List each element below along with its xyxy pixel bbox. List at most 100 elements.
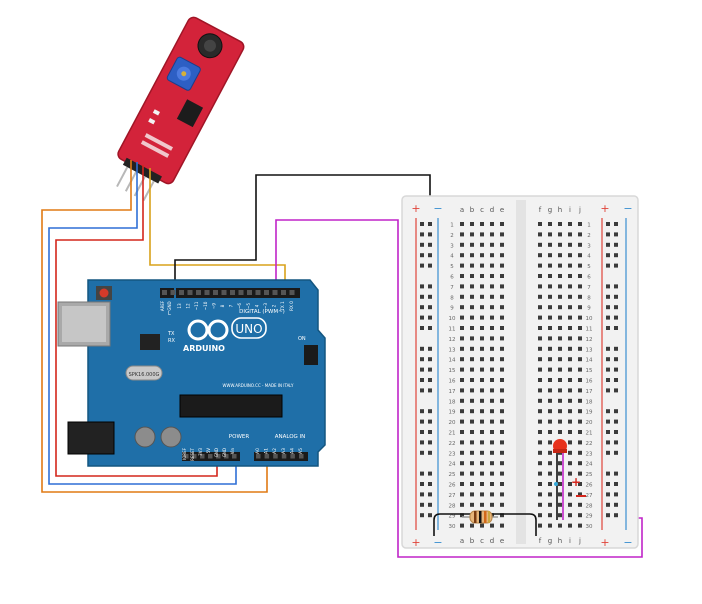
rail-hole xyxy=(420,305,424,310)
breadboard-hole xyxy=(480,232,484,237)
breadboard-hole xyxy=(460,336,464,341)
rail-hole xyxy=(606,305,610,310)
breadboard-hole xyxy=(480,315,484,320)
rail-hole xyxy=(606,409,610,414)
column-letter: h xyxy=(558,206,562,214)
breadboard-hole xyxy=(558,253,562,258)
breadboard-hole xyxy=(558,242,562,247)
breadboard-hole xyxy=(568,284,572,289)
breadboard-hole xyxy=(460,492,464,497)
breadboard-hole xyxy=(578,419,582,424)
row-number: 12 xyxy=(449,337,456,343)
row-number: 11 xyxy=(586,327,593,333)
row-number: 22 xyxy=(586,441,593,447)
breadboard-hole xyxy=(460,253,464,258)
row-number: 20 xyxy=(449,420,456,426)
breadboard-hole xyxy=(480,419,484,424)
breadboard-hole xyxy=(470,305,474,310)
breadboard-hole xyxy=(568,222,572,226)
analog-pin-label: A0 xyxy=(255,448,261,454)
breadboard-hole xyxy=(548,367,552,372)
breadboard-holes xyxy=(420,222,618,528)
rail-hole xyxy=(614,450,618,455)
column-letter: d xyxy=(490,206,494,214)
header-pin-hole xyxy=(213,290,218,295)
breadboard-hole xyxy=(538,388,542,393)
breadboard-hole xyxy=(568,367,572,372)
rail-hole xyxy=(428,346,432,351)
breadboard-hole xyxy=(470,378,474,382)
breadboard-hole xyxy=(568,440,572,445)
header-pin-hole xyxy=(264,290,269,295)
breadboard-hole xyxy=(558,367,562,372)
breadboard-hole xyxy=(548,263,552,268)
breadboard-hole xyxy=(568,430,572,434)
breadboard-hole xyxy=(470,482,474,486)
header-pin-hole xyxy=(196,290,201,295)
breadboard-hole xyxy=(548,242,552,247)
rail-hole xyxy=(420,440,424,445)
row-number: 2 xyxy=(450,233,454,239)
rail-hole xyxy=(606,346,610,351)
column-letter: g xyxy=(548,537,552,545)
tx-label: TX xyxy=(167,331,175,337)
rail-hole xyxy=(428,367,432,372)
breadboard-hole xyxy=(568,398,572,403)
rail-hole xyxy=(428,482,432,486)
rail-hole xyxy=(420,346,424,351)
rail-minus-symbol: − xyxy=(433,202,442,215)
breadboard-hole xyxy=(548,232,552,237)
row-number: 25 xyxy=(449,472,456,478)
column-letter: f xyxy=(539,537,542,545)
breadboard-hole xyxy=(490,367,494,372)
row-number: 27 xyxy=(449,493,456,499)
header-pin-hole xyxy=(221,290,227,295)
breadboard-hole xyxy=(548,222,552,226)
breadboard-hole xyxy=(578,242,582,247)
rail-plus-symbol: + xyxy=(600,536,609,549)
power-pin-label: RESET xyxy=(190,447,195,460)
rail-hole xyxy=(606,232,610,237)
breadboard-hole xyxy=(578,502,582,507)
breadboard-hole xyxy=(548,357,552,362)
breadboard-hole xyxy=(568,263,572,268)
resistor-icon xyxy=(462,510,498,524)
rail-hole xyxy=(428,294,432,299)
breadboard-hole xyxy=(568,253,572,258)
breadboard-hole xyxy=(548,471,552,476)
breadboard-hole xyxy=(460,409,464,414)
breadboard-hole xyxy=(460,502,464,507)
breadboard-hole xyxy=(460,440,464,445)
breadboard-hole xyxy=(460,326,464,330)
breadboard-hole xyxy=(460,471,464,476)
breadboard-hole xyxy=(500,346,504,351)
column-letter: i xyxy=(569,537,571,545)
breadboard-hole xyxy=(480,284,484,289)
rail-hole xyxy=(606,263,610,268)
breadboard-hole xyxy=(558,274,562,278)
breadboard-hole xyxy=(470,471,474,476)
breadboard-hole xyxy=(500,294,504,299)
analog-label: ANALOG IN xyxy=(275,434,306,440)
breadboard-hole xyxy=(480,378,484,382)
column-letter: a xyxy=(460,537,464,545)
wire-blue xyxy=(48,162,237,485)
breadboard-hole xyxy=(480,492,484,497)
row-number: 25 xyxy=(586,472,593,478)
breadboard-hole xyxy=(460,419,464,424)
breadboard-hole xyxy=(460,378,464,382)
breadboard-hole xyxy=(568,357,572,362)
capacitor-icon xyxy=(160,426,182,448)
breadboard-hole xyxy=(568,461,572,466)
row-number: 24 xyxy=(586,462,593,468)
rail-hole xyxy=(428,502,432,507)
digital-pin-label: ~9 xyxy=(211,303,216,310)
breadboard-hole xyxy=(548,378,552,382)
breadboard-hole xyxy=(460,450,464,455)
breadboard-hole xyxy=(490,430,494,434)
row-number: 27 xyxy=(586,493,593,499)
breadboard-hole xyxy=(500,305,504,310)
breadboard-hole xyxy=(568,492,572,497)
header-pin-hole xyxy=(290,454,295,459)
atmega-chip-icon xyxy=(179,394,283,418)
